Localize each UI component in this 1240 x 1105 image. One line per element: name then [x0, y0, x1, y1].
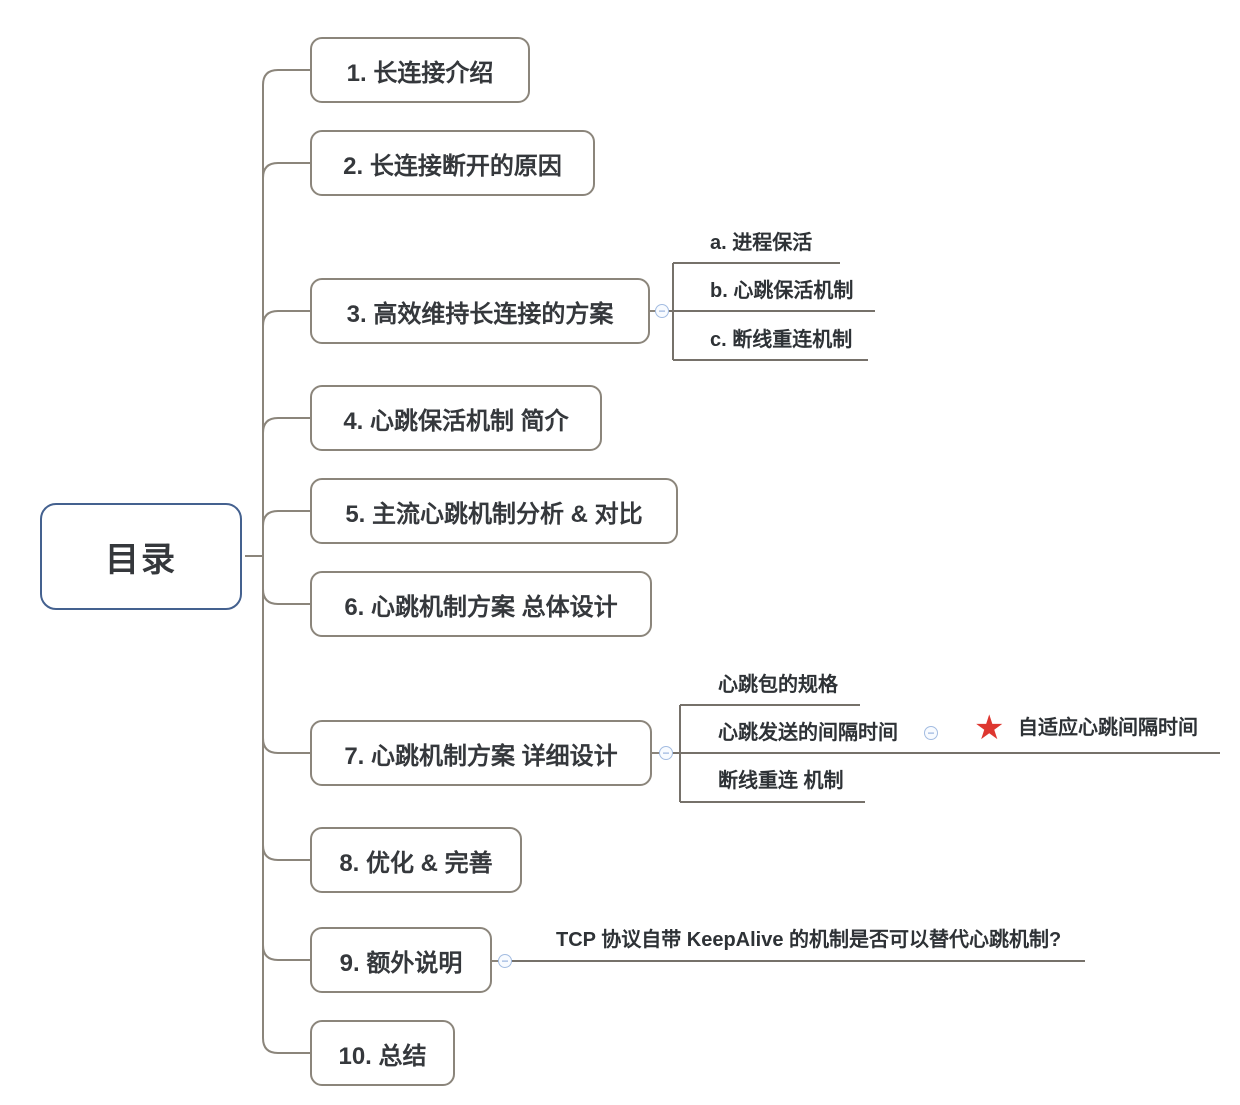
topic-4-heartbeat-keepalive-intro[interactable]: 4. 心跳保活机制 简介	[310, 385, 602, 451]
collapse-button-topic-9[interactable]: −	[498, 954, 512, 968]
topic-10-summary[interactable]: 10. 总结	[310, 1020, 455, 1086]
topic-2-disconnect-reasons[interactable]: 2. 长连接断开的原因	[310, 130, 595, 196]
subtopic-7c-reconnect-mechanism[interactable]: 断线重连 机制	[718, 770, 844, 792]
subtopic-7a-heartbeat-packet-spec[interactable]: 心跳包的规格	[718, 674, 838, 696]
collapse-button-topic-7[interactable]: −	[659, 746, 673, 760]
subtopic-3c-reconnect-mechanism[interactable]: c. 断线重连机制	[710, 329, 853, 351]
minus-icon: −	[927, 725, 935, 740]
collapse-button-heartbeat-interval[interactable]: −	[924, 726, 938, 740]
topic-3-maintain-connection-plans[interactable]: 3. 高效维持长连接的方案	[310, 278, 650, 344]
root-topic[interactable]: 目录	[40, 503, 242, 610]
topic-5-heartbeat-analysis-compare[interactable]: 5. 主流心跳机制分析 & 对比	[310, 478, 678, 544]
subtopic-9-tcp-keepalive-question[interactable]: TCP 协议自带 KeepAlive 的机制是否可以替代心跳机制?	[556, 929, 1062, 951]
minus-icon: −	[662, 745, 670, 760]
subtopic-3a-process-keepalive[interactable]: a. 进程保活	[710, 232, 813, 254]
subtopic-7b-heartbeat-interval[interactable]: 心跳发送的间隔时间	[718, 722, 898, 744]
topic-6-overall-design[interactable]: 6. 心跳机制方案 总体设计	[310, 571, 652, 637]
minus-icon: −	[501, 953, 509, 968]
topic-7-detailed-design[interactable]: 7. 心跳机制方案 详细设计	[310, 720, 652, 786]
topic-1-long-connection-intro[interactable]: 1. 长连接介绍	[310, 37, 530, 103]
minus-icon: −	[658, 303, 666, 318]
topic-9-extra-notes[interactable]: 9. 额外说明	[310, 927, 492, 993]
collapse-button-topic-3[interactable]: −	[655, 304, 669, 318]
priority-star-icon[interactable]: ★	[974, 709, 1005, 747]
subtopic-adaptive-heartbeat-interval[interactable]: 自适应心跳间隔时间	[1018, 717, 1198, 739]
subtopic-3b-heartbeat-keepalive[interactable]: b. 心跳保活机制	[710, 280, 854, 302]
topic-8-optimize-improve[interactable]: 8. 优化 & 完善	[310, 827, 522, 893]
